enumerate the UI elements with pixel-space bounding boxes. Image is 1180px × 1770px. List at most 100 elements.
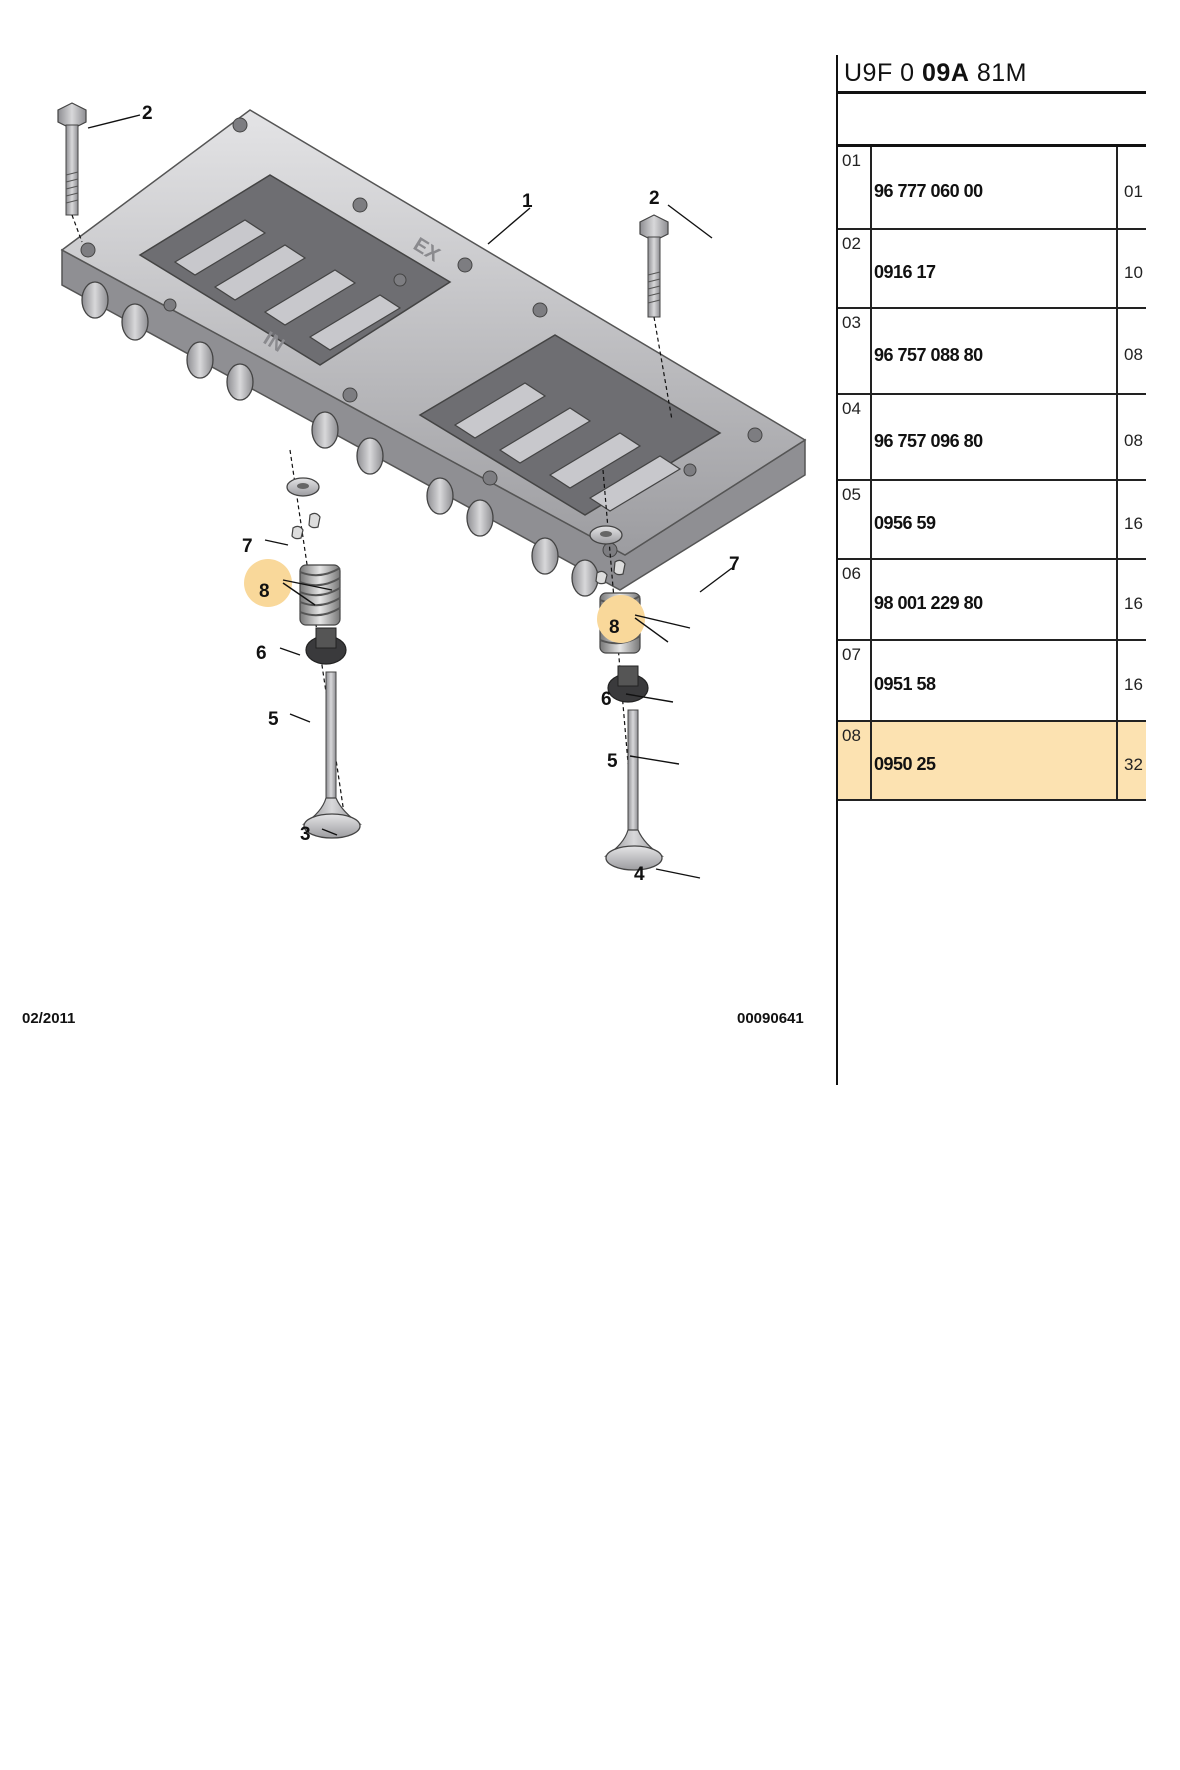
row-quantity: 32 [1124,754,1143,774]
valve-collet-left-b [291,525,304,540]
callout-2[interactable]: 2 [87,103,153,129]
row-quantity: 08 [1124,431,1143,450]
callout-leader-line [289,713,311,723]
callout-leader-line [655,868,701,879]
row-part-number: 0950 25 [874,722,1118,799]
row-quantity: 01 [1124,181,1143,201]
header-rule-top [838,91,1146,94]
callout-number: 7 [242,536,253,557]
carrier-bolt-holes [80,117,763,558]
row-quantity: 10 [1124,262,1143,282]
drawing-number: 00090641 [737,1010,804,1027]
valve-collet-left-a [308,512,321,529]
callout-leader-line [629,755,680,765]
row-reference: 04 [838,395,872,479]
callout-7[interactable]: 7 [699,554,740,593]
callout-number: 8 [609,617,620,638]
valve-stem-seal-right [607,665,649,703]
row-reference: 03 [838,309,872,393]
callout-number: 7 [729,554,740,575]
row-quantity: 16 [1124,593,1143,613]
carrier-bolt-left [57,102,87,243]
row-reference: 05 [838,481,872,558]
callout-layer: 2 1 2 7 8 6 5 3 7 8 6 5 4 [87,103,740,885]
row-reference: 06 [838,560,872,639]
row-part-number: 96 777 060 00 [874,147,1118,228]
row-reference: 07 [838,641,872,720]
callout-leader-line [87,114,141,129]
header-rule-bottom [838,144,1146,147]
diagram-canvas: EX IN [57,102,807,885]
callout-number: 2 [142,103,153,124]
valve-stack-left [286,449,362,839]
callout-leader-line [264,539,289,546]
callout-6[interactable]: 6 [256,643,301,664]
rocker-carrier-assembly: EX IN [60,109,807,597]
row-part-number: 0956 59 [874,481,1118,558]
diagram-date: 02/2011 [22,1010,76,1027]
callout-7[interactable]: 7 [242,536,289,557]
callout-3[interactable]: 3 [300,824,338,845]
row-part-number: 0951 58 [874,641,1118,720]
valve-left [302,671,362,839]
row-quantity: 08 [1124,345,1143,364]
group-code-prefix: U9F 0 [844,59,923,87]
callout-number: 1 [522,191,533,212]
callout-leader-line [634,617,669,643]
callout-number: 2 [649,188,660,209]
callout-highlight [597,595,645,643]
exploded-diagram: EX IN [0,0,840,1100]
callout-leader-line [279,647,301,656]
callout-5[interactable]: 5 [607,751,680,772]
callout-leader-line [487,207,531,245]
row-reference: 08 [838,722,872,799]
callout-number: 6 [256,643,267,664]
carrier-bolt-right [639,214,673,421]
group-code-bold: 09A [922,59,970,87]
callout-number: 5 [607,751,618,772]
callout-2[interactable]: 2 [649,188,713,239]
callout-leader-line [625,693,674,703]
callout-number: 4 [634,864,645,885]
callout-number: 3 [300,824,311,845]
row-reference: 02 [838,230,872,307]
callout-leader-line [667,204,713,239]
rocker-arms [173,219,682,512]
group-code-header: U9F 0 09A 81M [844,55,1027,91]
row-part-number: 98 001 229 80 [874,560,1118,639]
callout-number: 8 [259,581,270,602]
callout-6[interactable]: 6 [601,689,674,710]
row-part-number: 0916 17 [874,230,1118,307]
callout-1[interactable]: 1 [487,191,533,245]
row-part-number: 96 757 096 80 [874,395,1118,479]
callout-8[interactable]: 8 [244,559,333,607]
valve-right [604,709,664,871]
row-reference: 01 [838,147,872,228]
group-code-suffix: 81M [969,59,1027,87]
callout-leader-line [634,614,691,629]
row-quantity: 16 [1124,513,1143,533]
callout-leader-line [321,828,338,836]
rocker-rollers [81,281,599,597]
callout-4[interactable]: 4 [634,864,701,885]
callout-8[interactable]: 8 [597,595,691,643]
row-part-number: 96 757 088 80 [874,309,1118,393]
callout-number: 5 [268,709,279,730]
valve-collet-right-a [613,559,626,576]
valve-collet-right-b [595,570,608,585]
valve-stem-seal-left [305,627,347,665]
callout-leader-line [282,582,316,606]
valve-spring-left [299,564,341,626]
callout-number: 6 [601,689,612,710]
callout-5[interactable]: 5 [268,709,311,730]
callout-leader-line [699,567,733,593]
